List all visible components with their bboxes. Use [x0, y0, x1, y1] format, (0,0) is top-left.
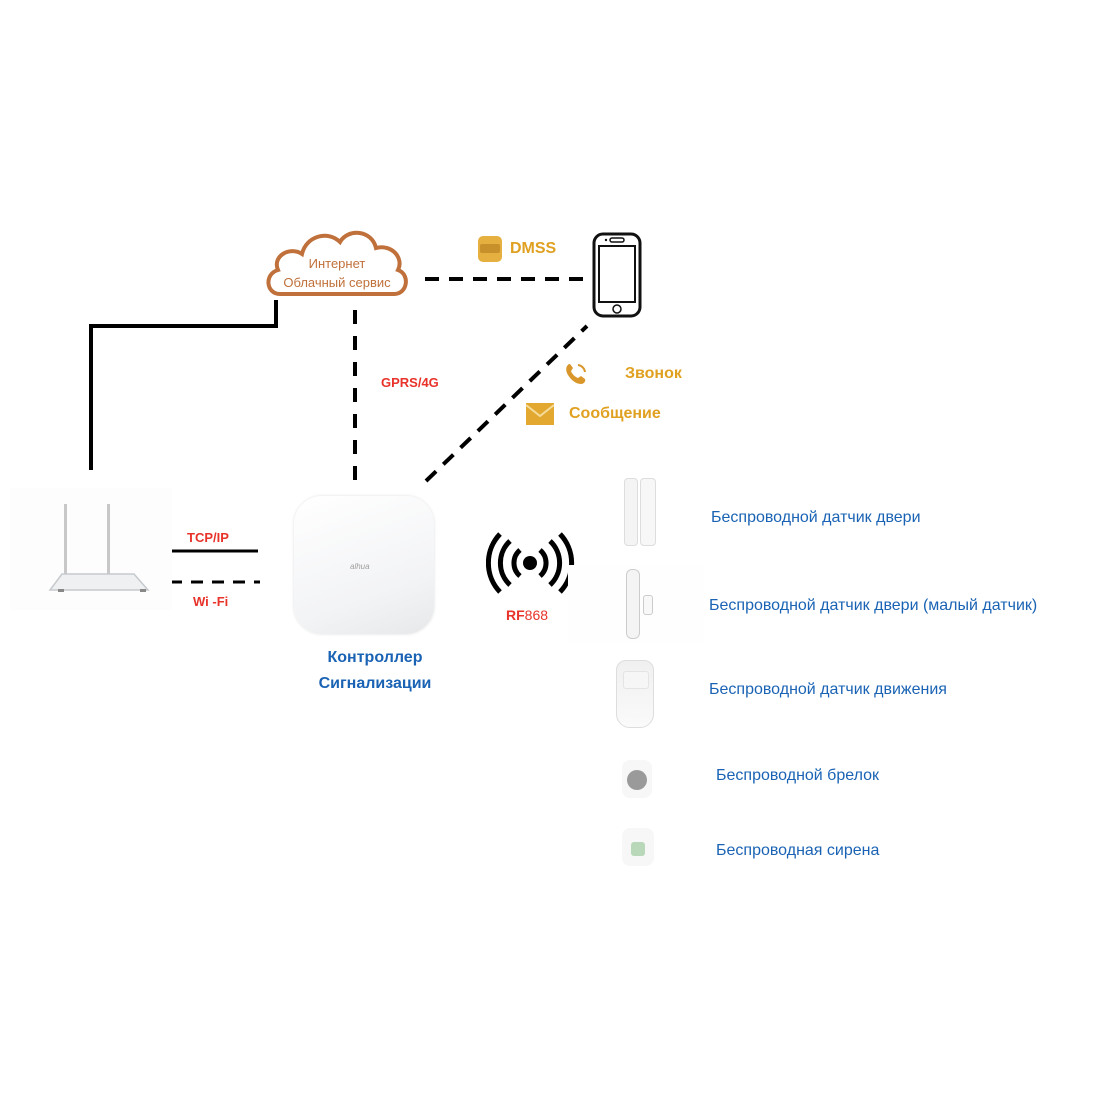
router [10, 488, 172, 610]
siren-icon [622, 828, 654, 866]
smartphone-icon [592, 232, 642, 318]
door-sensor-icon [624, 478, 638, 546]
phone-call-icon [563, 361, 589, 387]
device-item [620, 478, 660, 546]
device-item [614, 660, 654, 730]
cloud-line-1: Интернет [308, 256, 366, 271]
controller-label: Контроллер Сигнализации [290, 645, 460, 697]
rf-wireless [485, 532, 578, 596]
controller-label-line-1: Контроллер [327, 649, 423, 666]
motion-sensor-icon [616, 660, 654, 728]
controller-device-image: alhua [294, 496, 434, 634]
cloud-line-2: Облачный сервис [283, 275, 391, 290]
device-label: Беспроводной датчик движения [709, 681, 947, 698]
message-action: Сообщение [525, 403, 661, 425]
device-label: Беспроводная сирена [716, 842, 880, 859]
envelope-icon [525, 403, 555, 425]
device-item [568, 565, 704, 643]
phone-call-label: Звонок [625, 365, 682, 382]
small-door-sensor-icon [626, 569, 640, 639]
controller-label-line-2: Сигнализации [318, 675, 432, 692]
rf-frequency: 868 [524, 607, 549, 623]
rf-prefix: RF [506, 607, 525, 623]
controller-brand-logo: alhua [350, 562, 370, 571]
router-icon [48, 504, 150, 592]
keyfob-icon [622, 760, 652, 798]
tcpip-label: TCP/IP [187, 530, 229, 545]
wireless-signal-icon [485, 532, 575, 594]
smartphone [592, 232, 642, 318]
app-label: DMSS [478, 236, 556, 262]
phone-call-action: Звонок [563, 361, 682, 387]
controller-phone-dashed-line [424, 324, 589, 483]
device-item [620, 828, 656, 868]
router-cloud-wired-line [89, 300, 278, 470]
app-icon [478, 236, 502, 262]
message-label: Сообщение [569, 405, 661, 422]
gprs-label: GPRS/4G [381, 375, 439, 390]
rf-label: RF868 [506, 607, 548, 623]
app-name: DMSS [510, 240, 557, 257]
alarm-controller: alhua [292, 492, 440, 636]
device-label: Беспроводной брелок [716, 767, 880, 784]
wifi-label: Wi -Fi [193, 594, 229, 609]
cloud-service: Интернет Облачный сервис [262, 222, 412, 302]
device-label: Беспроводной датчик двери [711, 509, 921, 526]
device-item [620, 760, 656, 800]
cloud-icon [266, 231, 408, 296]
device-label: Беспроводной датчик двери (малый датчик) [709, 597, 1038, 614]
